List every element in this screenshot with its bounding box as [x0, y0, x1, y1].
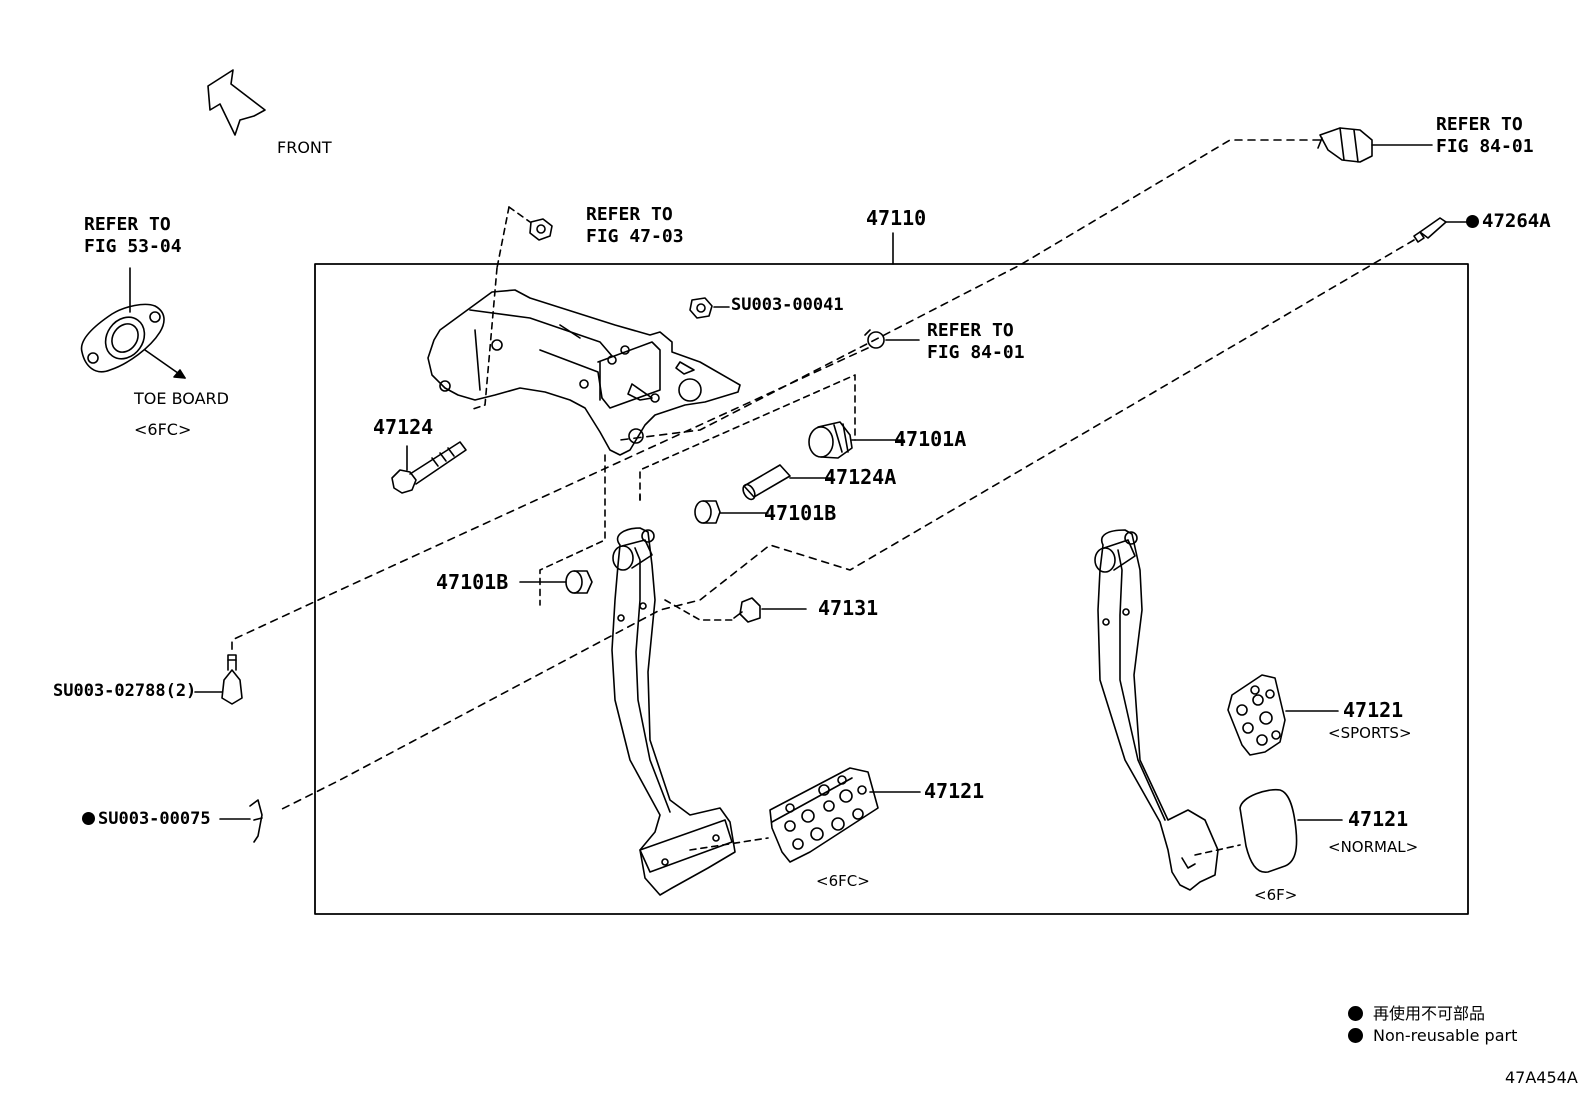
legend-english-text: Non-reusable part [1373, 1026, 1518, 1045]
part-su003-02788: SU003-02788(2) [53, 681, 197, 701]
toe-board-variant: <6FC> [134, 420, 192, 439]
legend-dot-icon [1348, 1006, 1363, 1021]
toe-board-gasket-icon [80, 303, 165, 373]
variant-pad-6fc: <6FC> [816, 872, 870, 890]
part-47264a: 47264A [1466, 212, 1551, 231]
legend-dot-icon [1348, 1028, 1363, 1043]
part-47124: 47124 [373, 415, 434, 439]
bolt-47124-icon [391, 441, 467, 494]
part-su003-00041: SU003-00041 [731, 295, 844, 315]
pedal-6f-icon [1094, 529, 1241, 891]
refer-84-01-top-line2: FIG 84-01 [1436, 136, 1534, 157]
clip-icon [864, 329, 885, 349]
pedal-bracket-icon [427, 289, 741, 456]
refer-47-03-line1: REFER TO [586, 204, 673, 225]
bushing-47101a-icon [808, 421, 853, 459]
top-nut-icon [529, 218, 553, 241]
part-47101b-right: 47101B [764, 501, 837, 525]
front-arrow-icon [207, 69, 266, 136]
figure-code: 47A454A [1505, 1068, 1578, 1087]
assembly-frame [314, 263, 1469, 915]
stopper-47131-icon [733, 597, 761, 623]
refer-84-01-mid-line2: FIG 84-01 [927, 342, 1025, 363]
part-47121-normal: 47121 [1348, 807, 1409, 831]
clip-47264a-icon [1413, 217, 1447, 243]
bushing-47101b-left-icon [565, 570, 593, 594]
variant-normal: <NORMAL> [1328, 838, 1419, 856]
toe-board-refer-line2: FIG 53-04 [84, 236, 182, 257]
sleeve-47124a-icon [742, 464, 791, 501]
refer-84-01-mid-line1: REFER TO [927, 320, 1014, 341]
part-47121-6fc: 47121 [924, 779, 985, 803]
clip-su003-00075-icon [249, 799, 263, 843]
bolt-su003-02788-icon [221, 654, 243, 705]
front-label: FRONT [277, 138, 332, 157]
legend-japanese-text: 再使用不可部品 [1373, 1004, 1486, 1023]
bushing-47101b-right-icon [694, 500, 721, 524]
legend-japanese: 再使用不可部品 [1348, 1000, 1485, 1024]
legend-english: Non-reusable part [1348, 1026, 1517, 1045]
sensor-icon [1317, 127, 1373, 163]
part-47101a: 47101A [894, 427, 967, 451]
nut-icon [689, 297, 713, 319]
pedal-pad-normal-icon [1239, 788, 1298, 873]
pedal-6fc-icon [611, 527, 769, 896]
refer-84-01-top-line1: REFER TO [1436, 114, 1523, 135]
pedal-pad-sports-icon [1227, 674, 1286, 756]
refer-47-03-line2: FIG 47-03 [586, 226, 684, 247]
toe-board-label: TOE BOARD [134, 389, 229, 408]
toe-board-refer-line1: REFER TO [84, 214, 171, 235]
part-su003-00075: SU003-00075 [82, 811, 211, 828]
variant-pedal-6f: <6F> [1254, 886, 1298, 904]
part-47124a: 47124A [824, 465, 897, 489]
non-reusable-dot-icon [1466, 215, 1479, 228]
part-47110: 47110 [866, 206, 927, 230]
part-47101b-left: 47101B [436, 570, 509, 594]
part-47131: 47131 [818, 596, 879, 620]
pedal-pad-6fc-icon [769, 767, 879, 863]
variant-sports: <SPORTS> [1328, 724, 1412, 742]
part-su003-00075-number: SU003-00075 [98, 809, 211, 829]
part-47121-sports: 47121 [1343, 698, 1404, 722]
non-reusable-dot-icon [82, 812, 95, 825]
part-47264a-number: 47264A [1482, 210, 1551, 232]
